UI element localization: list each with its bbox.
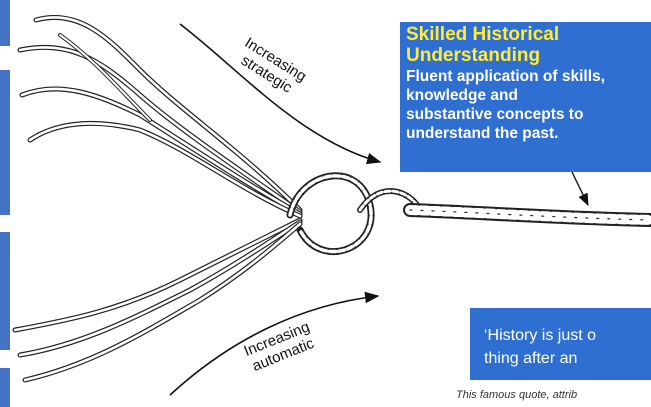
quote-text: ‘History is just o thing after an xyxy=(484,324,651,370)
callout-body: Fluent application of skills, knowledge … xyxy=(406,67,651,143)
quote-box: ‘History is just o thing after an xyxy=(470,308,651,380)
rope-loop xyxy=(290,176,420,252)
braided-rope xyxy=(410,210,651,220)
callout-pointer-arrow xyxy=(572,172,588,205)
quote-footnote: This famous quote, attrib xyxy=(456,389,651,401)
callout-title: Skilled Historical Understanding xyxy=(406,24,651,66)
skilled-understanding-callout: Skilled Historical Understanding Fluent … xyxy=(400,22,651,172)
